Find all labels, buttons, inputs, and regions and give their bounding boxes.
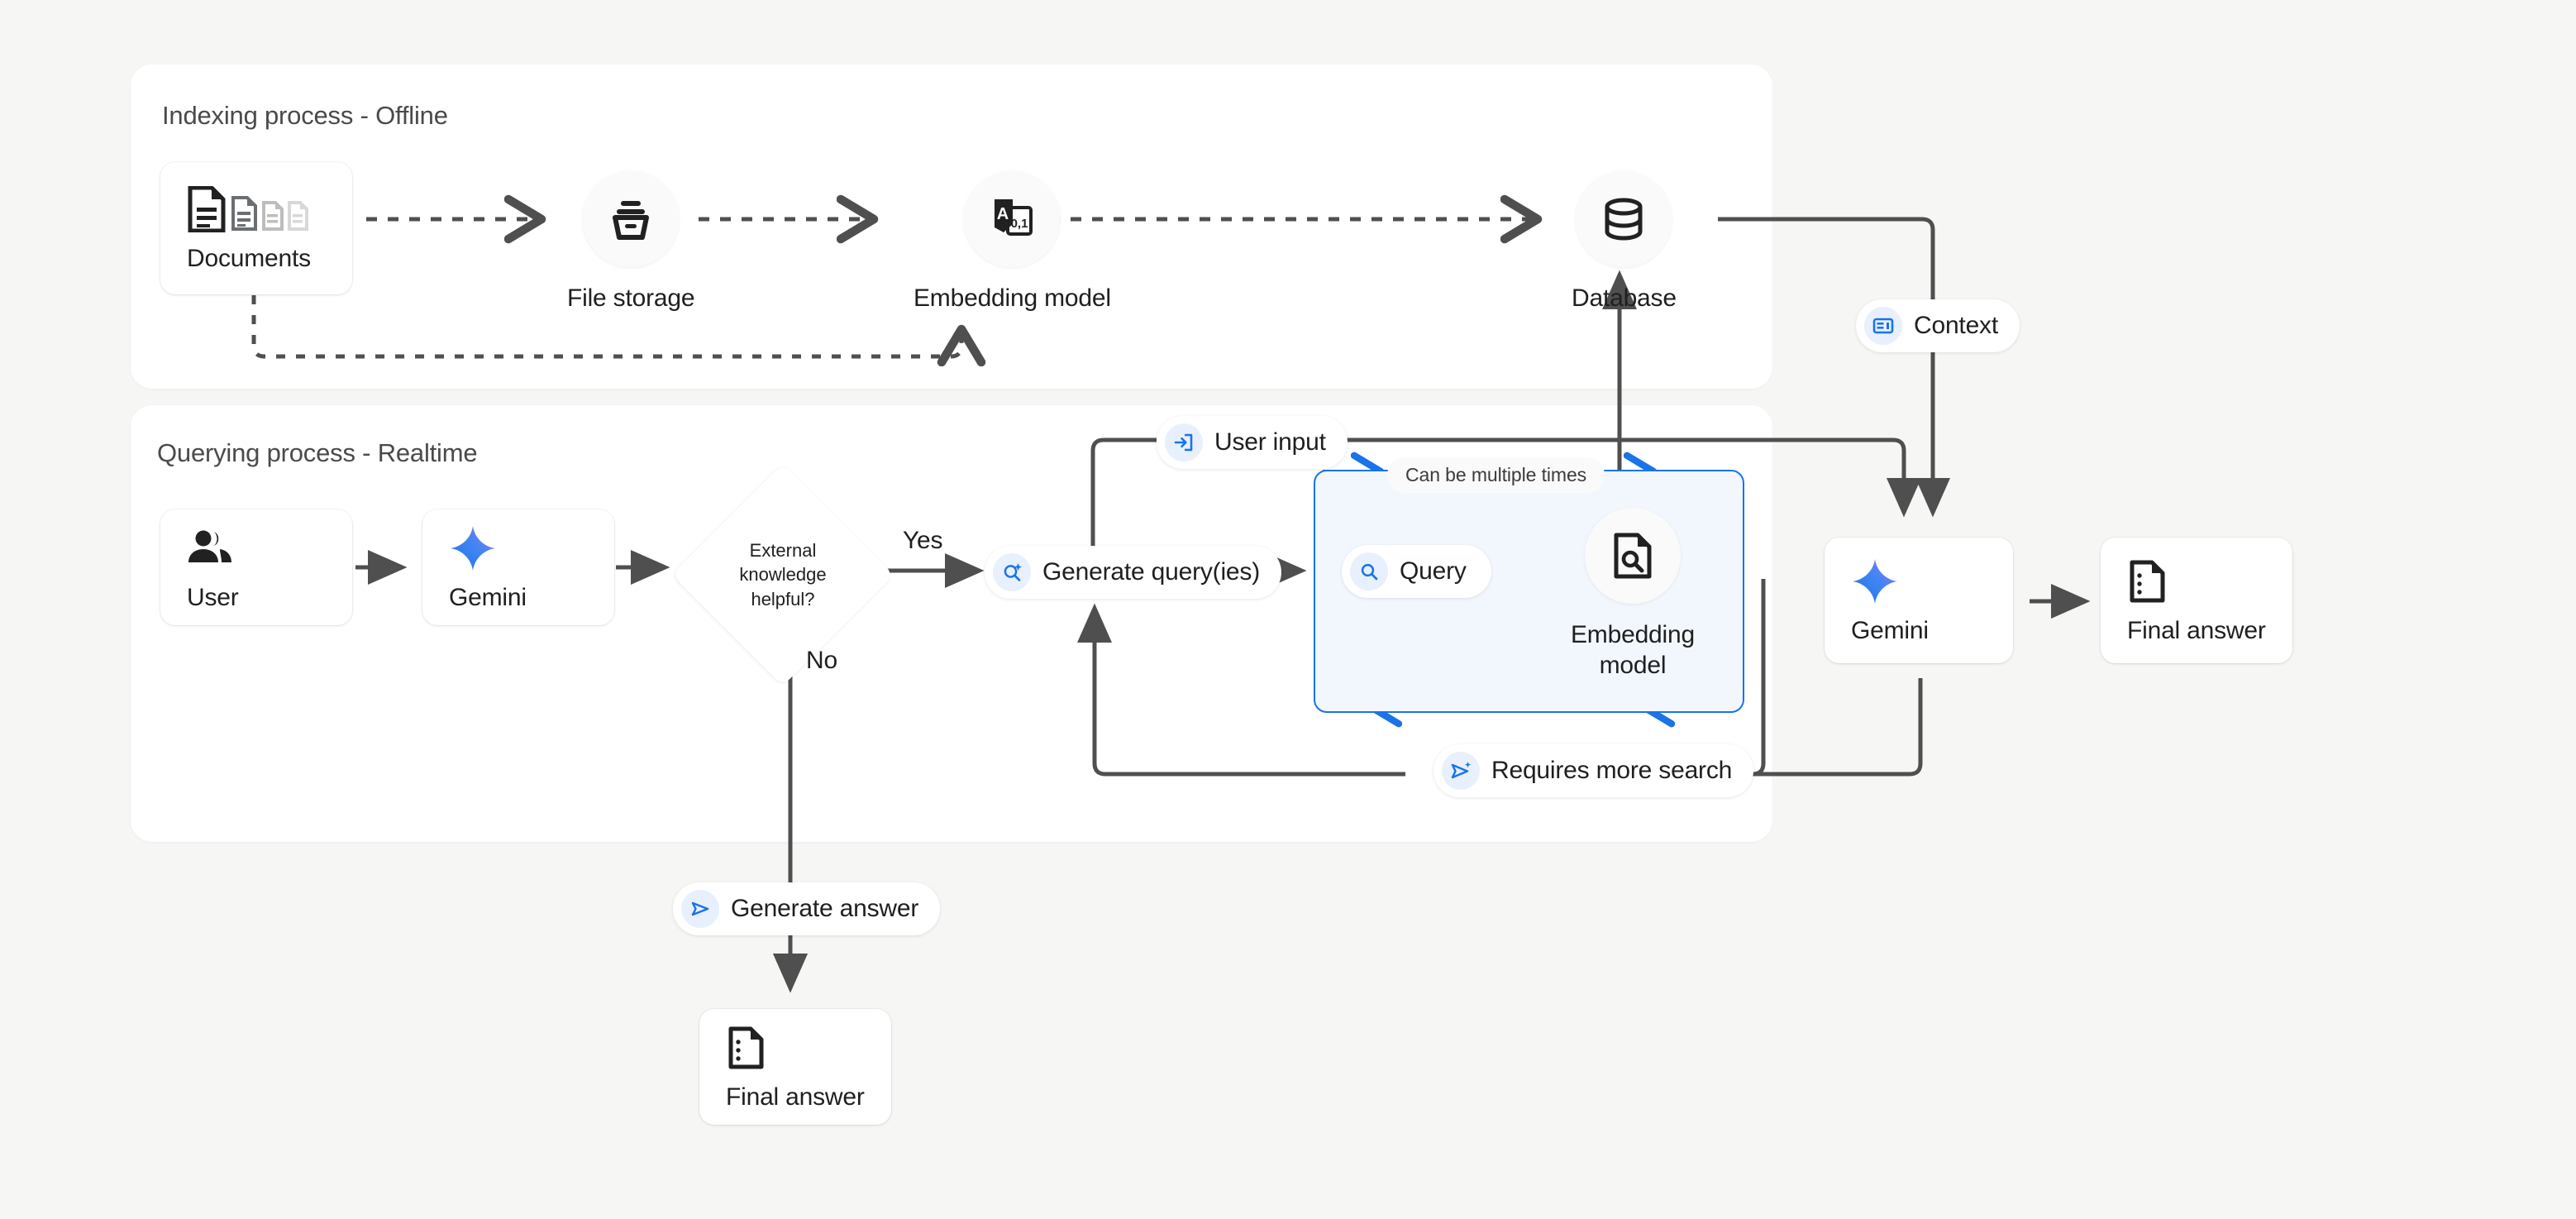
node-embedding-model[interactable]: 0,1 A Embedding model [914, 171, 1111, 314]
pill-label-generate-answer: Generate answer [731, 895, 919, 922]
decision-line-2: knowledge [739, 564, 827, 586]
node-label-user: User [187, 584, 239, 611]
gemini-sparkle-icon [1851, 556, 2013, 607]
document-search-icon [1584, 508, 1681, 604]
edge-label-yes: Yes [903, 527, 943, 554]
node-embedding-model-query[interactable]: Embedding model [1571, 508, 1695, 681]
gemini-sparkle-icon [449, 523, 614, 574]
database-icon [1576, 171, 1672, 267]
node-label-embedding-model: Embedding model [914, 284, 1111, 312]
pill-label-context: Context [1914, 312, 1998, 339]
node-label-database: Database [1572, 284, 1677, 312]
decision-line-3: helpful? [751, 588, 815, 610]
pill-generate-answer[interactable]: Generate answer [673, 882, 941, 935]
node-user[interactable]: User [160, 509, 352, 625]
pill-query[interactable]: Query [1342, 545, 1491, 598]
send-sparkle-icon [1442, 752, 1480, 790]
node-label-documents: Documents [187, 245, 311, 272]
pill-label-requires-more-search: Requires more search [1491, 757, 1733, 784]
edge-label-no: No [806, 647, 837, 674]
text-to-vector-icon: 0,1 A [964, 171, 1061, 267]
node-database[interactable]: Database [1572, 171, 1677, 314]
node-label-gemini-left: Gemini [449, 584, 527, 611]
pill-label-generate-queries: Generate query(ies) [1042, 558, 1260, 586]
archive-icon [583, 171, 680, 267]
node-final-answer-bottom[interactable]: Final answer [699, 1009, 891, 1125]
node-label-embedding-model-query: Embedding model [1571, 620, 1695, 681]
search-sparkle-icon [993, 553, 1031, 591]
node-label-final-answer-bottom: Final answer [726, 1083, 865, 1111]
pill-user-input[interactable]: User input [1157, 416, 1348, 469]
pill-requires-more-search[interactable]: Requires more search [1433, 744, 1754, 797]
decision-external-knowledge[interactable]: External knowledge helpful? [671, 463, 894, 686]
pill-context[interactable]: Context [1856, 299, 2020, 352]
svg-text:A: A [997, 205, 1009, 223]
embedding-model-query-line2: model [1599, 651, 1667, 679]
node-documents[interactable]: Documents [160, 162, 352, 294]
answer-document-icon [726, 1022, 891, 1073]
send-icon [681, 890, 719, 928]
search-icon [1350, 552, 1388, 590]
context-card-icon [1864, 307, 1902, 345]
people-icon [187, 523, 352, 574]
pill-label-user-input: User input [1214, 428, 1326, 456]
login-arrow-icon [1165, 423, 1203, 461]
node-file-storage[interactable]: File storage [567, 171, 695, 314]
panel-title-indexing: Indexing process - Offline [162, 101, 448, 130]
pill-label-query: Query [1400, 557, 1467, 585]
node-label-gemini-right: Gemini [1851, 617, 1929, 644]
svg-text:0,1: 0,1 [1011, 217, 1028, 231]
decision-line-1: External [749, 539, 817, 561]
node-label-file-storage: File storage [567, 284, 695, 312]
answer-document-icon [2127, 556, 2292, 607]
decision-text: External knowledge helpful? [704, 496, 861, 653]
pill-generate-queries[interactable]: Generate query(ies) [985, 546, 1281, 599]
node-gemini-right[interactable]: Gemini [1825, 538, 2013, 663]
documents-icon [187, 184, 352, 235]
node-label-final-answer-right: Final answer [2127, 617, 2266, 644]
node-gemini-left[interactable]: Gemini [422, 509, 614, 625]
embedding-model-query-line1: Embedding [1571, 621, 1695, 648]
node-final-answer-right[interactable]: Final answer [2101, 538, 2292, 663]
panel-title-querying: Querying process - Realtime [157, 438, 478, 467]
chip-can-be-multiple-times: Can be multiple times [1387, 457, 1605, 493]
